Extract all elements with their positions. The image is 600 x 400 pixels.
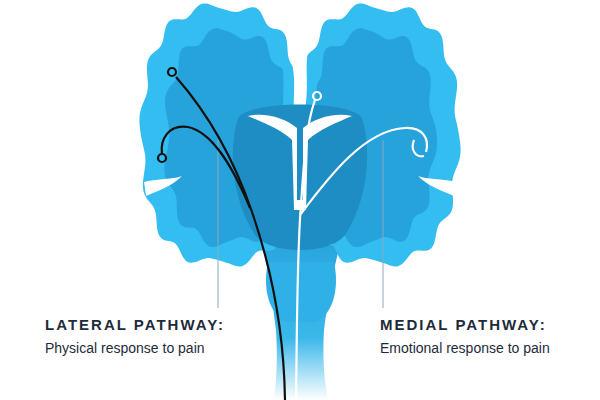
fissure: [298, 4, 303, 110]
pathway-line: [300, 128, 427, 215]
leader-line: [383, 140, 384, 308]
lateral-fissure: [418, 176, 456, 196]
pathway-end: [313, 92, 321, 100]
pathway-line: [413, 140, 424, 156]
pathway-end: [168, 68, 176, 76]
brainstem: [262, 245, 340, 400]
pathway-line: [162, 127, 250, 208]
pathway-line: [296, 100, 315, 400]
leader-line: [218, 140, 219, 308]
pathway-description: Physical response to pain: [45, 340, 205, 356]
pathway-end: [158, 154, 166, 162]
pathway-heading: MEDIAL PATHWAY:: [380, 316, 547, 333]
ventricles: [248, 115, 352, 210]
pathway-description: Emotional response to pain: [380, 340, 550, 356]
lateral-fissure: [144, 176, 182, 196]
pathway-heading: LATERAL PATHWAY:: [45, 316, 225, 333]
